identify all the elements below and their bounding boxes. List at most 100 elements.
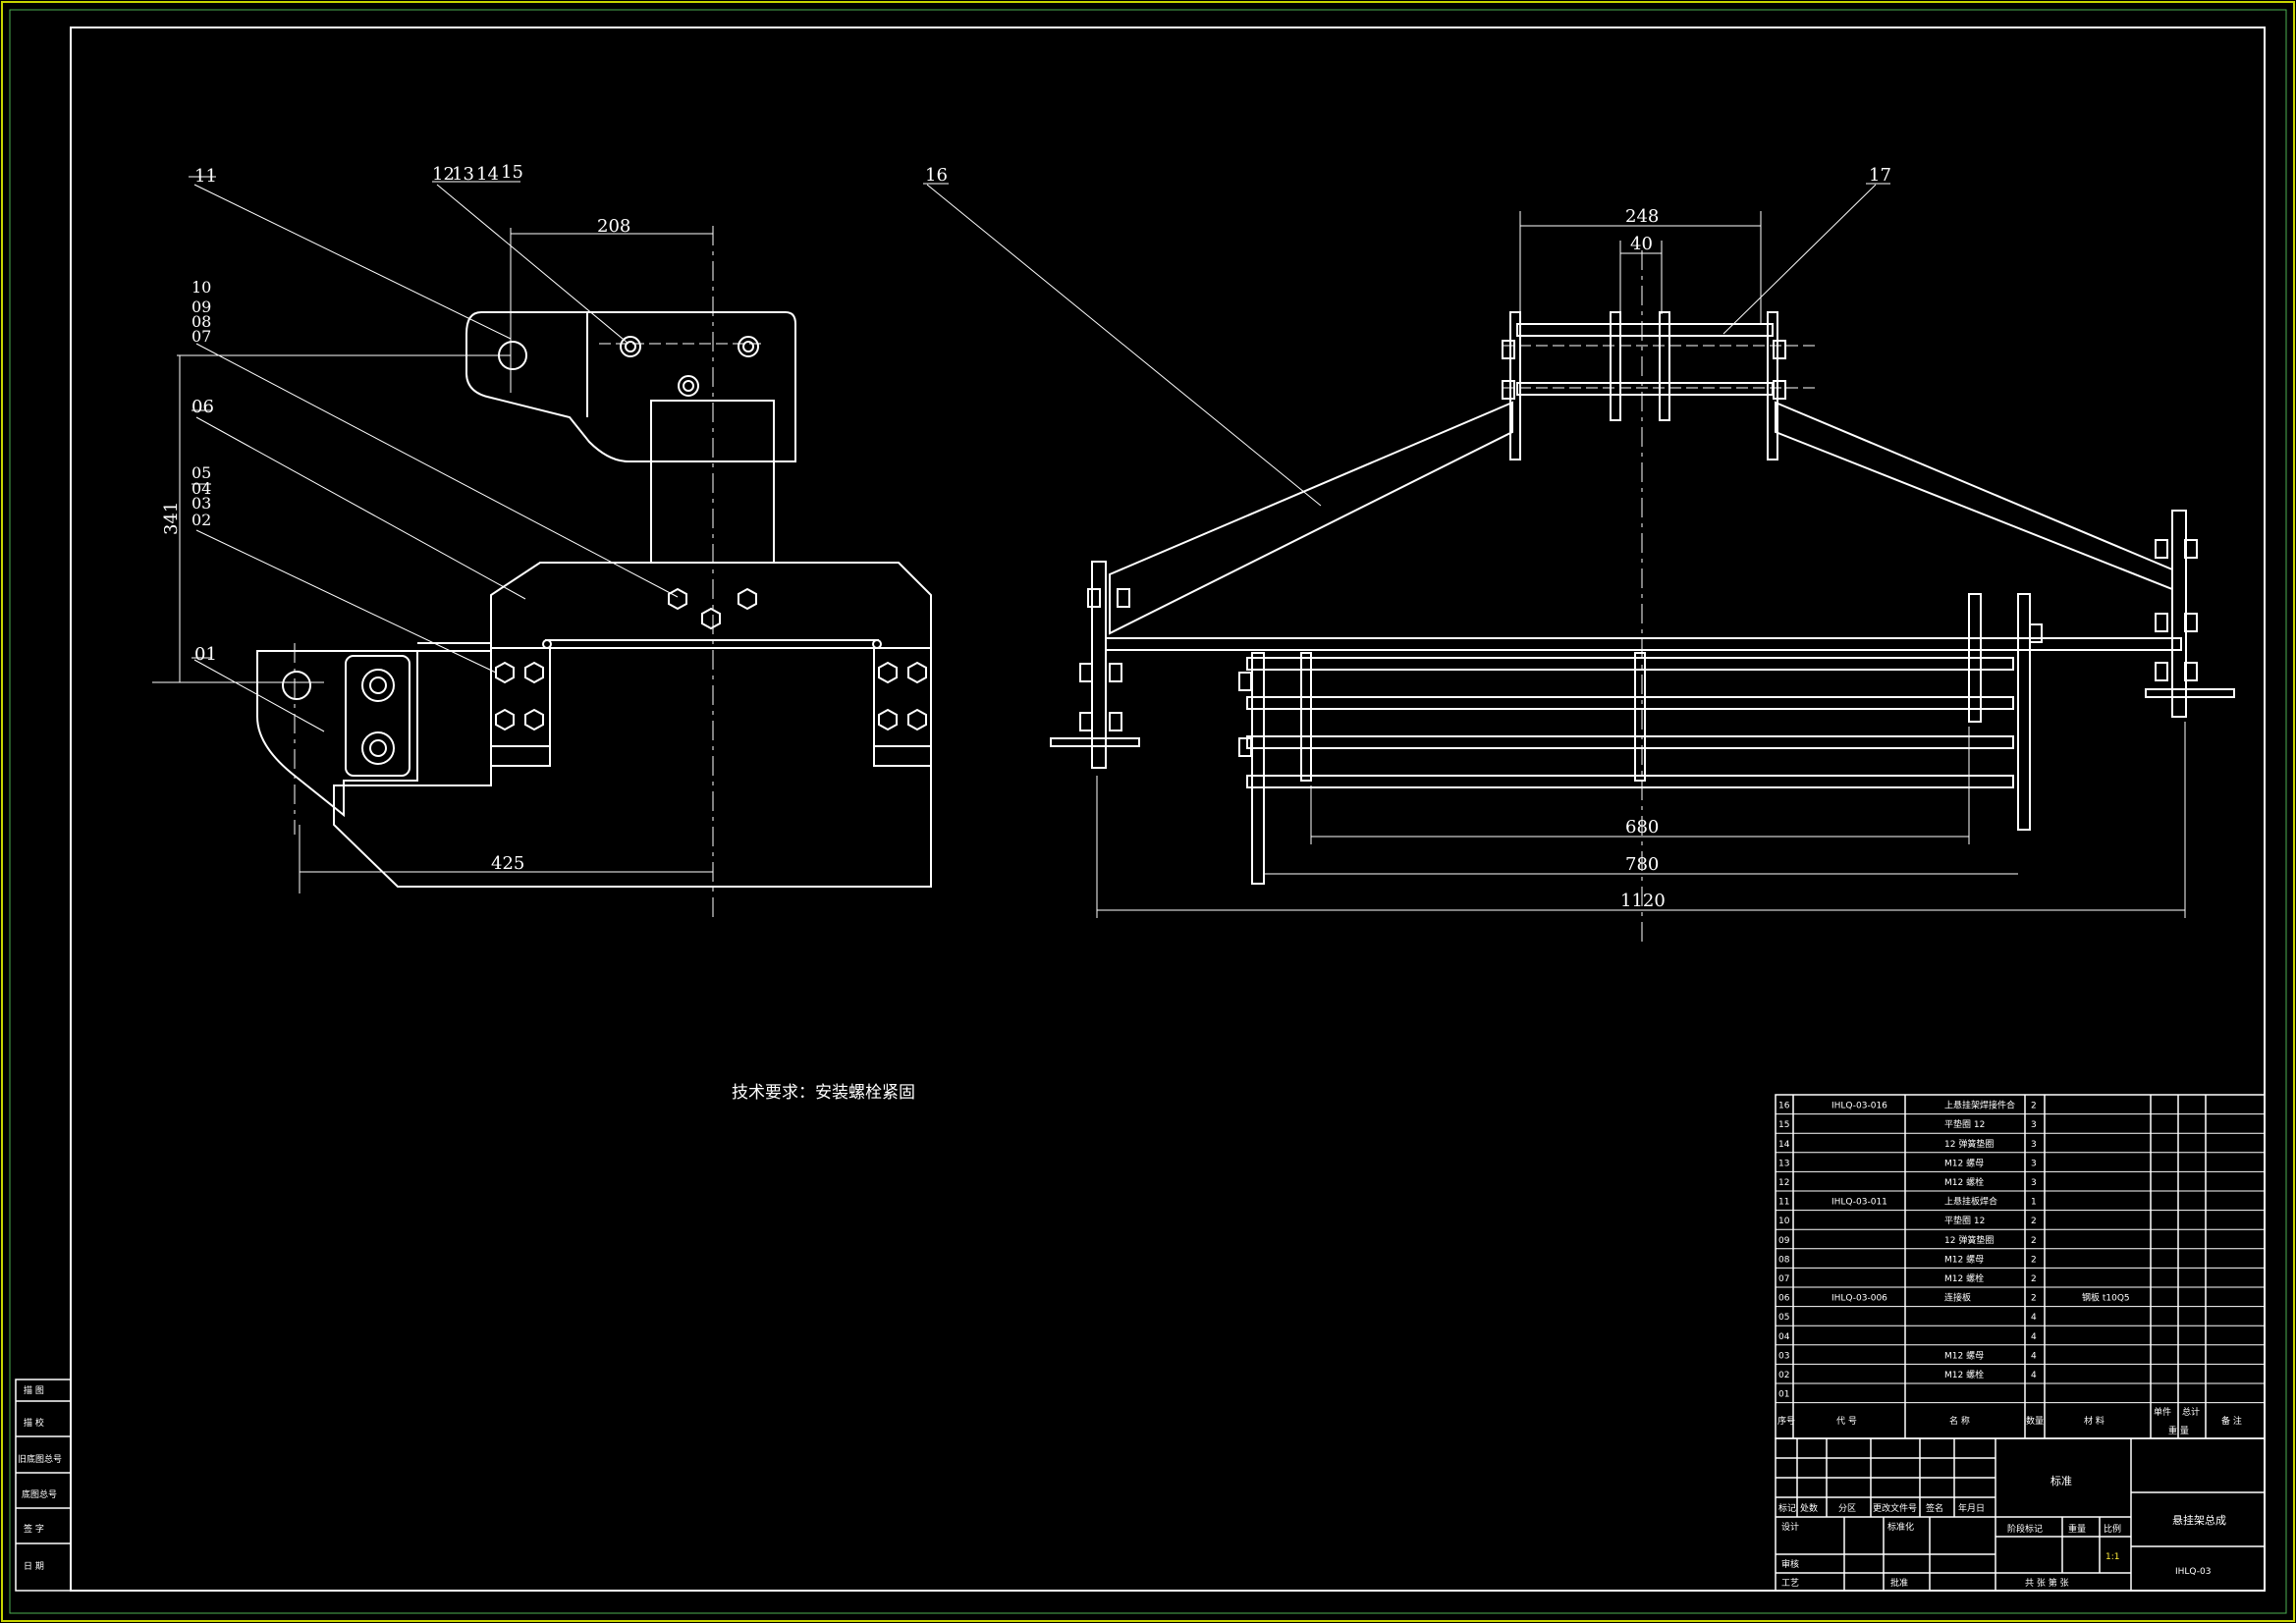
bom-cell-code: IHLQ-03-011	[1831, 1198, 1887, 1208]
dim-341: 341	[161, 502, 182, 535]
tb-weight: 重量	[2068, 1523, 2086, 1535]
side-row-6: 日 期	[24, 1561, 44, 1572]
bom-cell-name: 连接板	[1944, 1292, 1971, 1304]
label-07: 07	[191, 327, 211, 346]
bom-cell-name: 上悬挂架焊接件合	[1944, 1100, 2015, 1111]
main-frame	[333, 562, 932, 888]
tb-approve: 批准	[1890, 1577, 1908, 1589]
bom-h-qty: 数量	[2026, 1415, 2044, 1427]
bom-cell-qty: 3	[2031, 1159, 2037, 1168]
bom-cell-qty: 2	[2031, 1294, 2037, 1304]
label-13: 13	[452, 164, 474, 185]
side-row-5: 签 字	[24, 1523, 44, 1535]
bom-cell-name: 平垫圈 12	[1944, 1215, 1985, 1226]
dim-208: 208	[597, 216, 630, 237]
bolt-b	[738, 336, 759, 357]
bom-cell-no: 06	[1778, 1294, 1790, 1304]
dim-1120: 1120	[1620, 891, 1666, 911]
bracket-hole	[282, 671, 311, 700]
bom-h-code: 代 号	[1836, 1416, 1857, 1427]
label-14: 14	[476, 164, 499, 185]
side-row-3: 旧底图总号	[18, 1453, 62, 1465]
right-dims	[1096, 211, 2186, 943]
bom-cell-no: 10	[1778, 1217, 1790, 1226]
bom-h-material: 材 料	[2084, 1415, 2105, 1427]
bom-cell-qty: 3	[2031, 1120, 2037, 1130]
bom-cell-name: M12 螺栓	[1944, 1176, 1984, 1188]
top-flange-right	[1767, 311, 1778, 460]
bom-cell-no: 16	[1778, 1102, 1790, 1111]
bom-cell-qty: 4	[2031, 1332, 2037, 1342]
bom-cell-name: M12 螺栓	[1944, 1272, 1984, 1284]
tb-ratio: 比例	[2104, 1523, 2121, 1535]
label-06: 06	[191, 397, 214, 417]
bom-cell-no: 12	[1778, 1178, 1789, 1188]
label-16: 16	[925, 165, 948, 186]
bom-cell-no: 09	[1778, 1236, 1790, 1246]
label-11: 11	[194, 166, 217, 187]
bom-table-lines	[1775, 1094, 2266, 1439]
hex-nuts	[495, 587, 927, 731]
tb-sign: 签名	[1926, 1502, 1943, 1514]
bom-cell-qty: 2	[2031, 1236, 2037, 1246]
bottom-bracket	[256, 650, 418, 818]
tb-process: 工艺	[1781, 1578, 1799, 1589]
bom-h-unit: 单件	[2154, 1406, 2171, 1418]
bom-cell-no: 02	[1778, 1371, 1789, 1380]
bom-h-name: 名 称	[1949, 1415, 1970, 1427]
end-plate-right	[2171, 510, 2187, 718]
bolt-a	[620, 336, 641, 357]
dim-40: 40	[1630, 234, 1653, 254]
bom-cell-no: 07	[1778, 1274, 1789, 1284]
right-leaders	[923, 183, 1890, 507]
bom-cell-qty: 2	[2031, 1217, 2037, 1226]
bom-cell-no: 03	[1778, 1351, 1789, 1361]
roller-end-left	[1251, 652, 1265, 885]
bom-cell-code: IHLQ-03-006	[1831, 1294, 1887, 1304]
bom-cell-qty: 4	[2031, 1371, 2037, 1380]
bom-cell-name: M12 螺栓	[1944, 1369, 1984, 1380]
bom-cell-name: M12 螺母	[1944, 1350, 1984, 1361]
bom-h-weight: 重 量	[2168, 1425, 2189, 1436]
title-block-lines	[1775, 1437, 2266, 1592]
tb-date: 年月日	[1958, 1502, 1985, 1514]
tb-standardize: 标准化	[1887, 1521, 1914, 1533]
side-row-4: 底图总号	[22, 1488, 57, 1500]
left-dims	[152, 226, 766, 918]
top-flange-left	[1509, 311, 1521, 460]
bom-cell-name: M12 螺母	[1944, 1254, 1984, 1265]
bom-cell-name: 12 弹簧垫圈	[1944, 1234, 1994, 1246]
bom-cell-name: 平垫圈 12	[1944, 1118, 1985, 1130]
bom-cell-no: 01	[1778, 1390, 1789, 1400]
bom-cell-qty: 4	[2031, 1313, 2037, 1323]
bom-cell-qty: 2	[2031, 1274, 2037, 1284]
bom-cell-name: 上悬挂板焊合	[1944, 1196, 1997, 1208]
left-leaders	[189, 176, 679, 732]
dim-680: 680	[1625, 817, 1659, 838]
tb-stage-mark: 阶段标记	[2007, 1523, 2043, 1535]
bom-cell-material: 钢板 t10Q5	[2082, 1292, 2130, 1304]
tb-sheets: 共 张 第 张	[2025, 1577, 2069, 1589]
bom-cell-no: 11	[1778, 1198, 1789, 1208]
bom-cell-qty: 3	[2031, 1140, 2037, 1150]
arm-right	[1775, 401, 2173, 591]
dim-248: 248	[1625, 206, 1659, 227]
label-15: 15	[501, 162, 523, 183]
right-view	[1050, 311, 2235, 885]
dim-780: 780	[1625, 854, 1659, 875]
label-17: 17	[1869, 165, 1891, 186]
label-08: 08	[191, 312, 211, 331]
bom-cell-no: 04	[1778, 1332, 1790, 1342]
bom-cell-no: 05	[1778, 1313, 1789, 1323]
side-row-2: 描 校	[24, 1417, 44, 1429]
frame-cutout	[550, 643, 874, 766]
bom-cell-qty: 2	[2031, 1255, 2037, 1265]
tb-material-cell: 标准	[2050, 1474, 2072, 1488]
tb-scale: 1:1	[2105, 1552, 2119, 1562]
clamp-right	[873, 647, 932, 767]
tb-design: 设计	[1781, 1521, 1799, 1533]
label-09: 09	[191, 298, 211, 316]
